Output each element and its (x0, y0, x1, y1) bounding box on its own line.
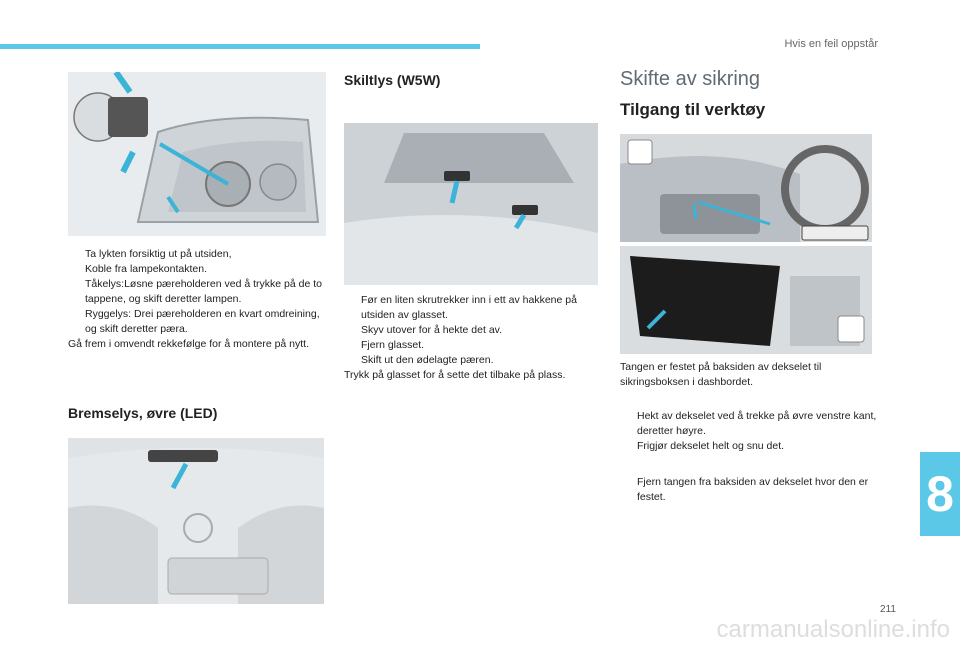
watermark: carmanualsonline.info (716, 616, 950, 643)
list-item: Hekt av dekselet ved å trekke på øvre ve… (620, 409, 882, 439)
dashboard-illustration-top (620, 134, 872, 242)
bullet-marker (68, 307, 85, 337)
section-title: Hvis en feil oppstår (784, 38, 878, 50)
tail-lamp-illustration (68, 72, 326, 236)
page-number: 211 (880, 604, 896, 615)
list-item: Koble fra lampekontakten. (68, 262, 330, 277)
list-item: Skyv utover for å hekte det av. (344, 323, 606, 338)
header-accent-bar (0, 44, 480, 49)
col3-steps-b: Fjern tangen fra baksiden av dekselet hv… (620, 475, 882, 505)
bullet-marker (68, 247, 85, 262)
list-item: Før en liten skrutrekker inn i ett av ha… (344, 293, 606, 323)
list-item: Ta lykten forsiktig ut på utsiden, (68, 247, 330, 262)
chapter-tab: 8 (920, 452, 960, 536)
bullet-marker (620, 409, 637, 439)
list-item: Frigjør dekselet helt og snu det. (620, 439, 882, 454)
bullet-marker (344, 293, 361, 323)
dashboard-bottom-svg (620, 246, 872, 354)
bullet-marker (344, 323, 361, 338)
list-item: Skift ut den ødelagte pæren. (344, 353, 606, 368)
dashboard-illustration-bottom (620, 246, 872, 354)
heading-tool-access: Tilgang til verktøy (620, 100, 766, 119)
heading-plate-light: Skiltlys (W5W) (344, 72, 441, 88)
plate-light-illustration (344, 123, 598, 285)
col3-paragraph: Tangen er festet på baksiden av dekselet… (620, 361, 822, 388)
brake-light-illustration (68, 438, 324, 604)
col3-steps-a: Hekt av dekselet ved å trekke på øvre ve… (620, 409, 882, 454)
list-item: Ryggelys: Drei pæreholderen en kvart omd… (68, 307, 330, 337)
col2-instructions: Før en liten skrutrekker inn i ett av ha… (344, 293, 606, 383)
brake-light-svg (68, 448, 324, 604)
list-item: Fjern glasset. (344, 338, 606, 353)
bullet-marker (68, 262, 85, 277)
bullet-marker (344, 338, 361, 353)
col2-paragraph: Trykk på glasset for å sette det tilbake… (344, 369, 566, 381)
col1-instructions: Ta lykten forsiktig ut på utsiden, Koble… (68, 247, 330, 352)
heading-brake-light: Bremselys, øvre (LED) (68, 405, 218, 421)
heading-fuse-change: Skifte av sikring (620, 68, 761, 90)
list-item: Tåkelys:Løsne pæreholderen ved å trykke … (68, 277, 330, 307)
bullet-marker (344, 353, 361, 368)
dashboard-top-svg (620, 134, 872, 242)
col3-intro: Tangen er festet på baksiden av dekselet… (620, 360, 882, 390)
col1-paragraph: Gå frem i omvendt rekkefølge for å monte… (68, 338, 310, 350)
list-item: Fjern tangen fra baksiden av dekselet hv… (620, 475, 882, 505)
bullet-marker (68, 277, 85, 307)
tail-lamp-svg (73, 72, 320, 223)
plate-light-svg (344, 123, 598, 285)
bullet-marker (620, 439, 637, 454)
bullet-marker (620, 475, 637, 505)
